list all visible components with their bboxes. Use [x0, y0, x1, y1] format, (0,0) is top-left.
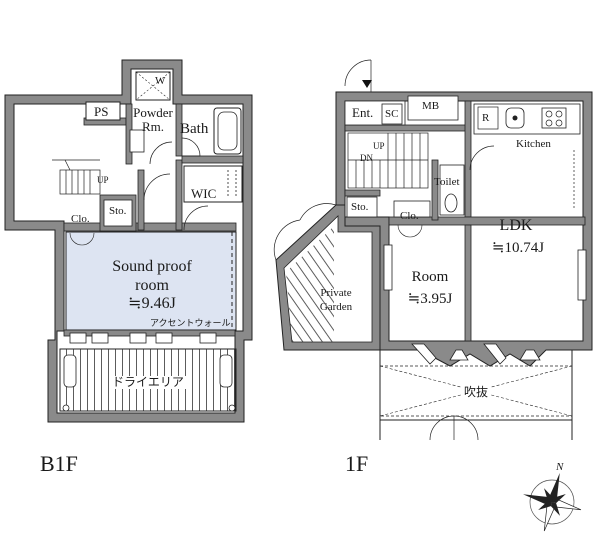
private-garden-label-2: Garden: [319, 301, 353, 313]
b1f-ps-label: PS: [94, 104, 109, 119]
dry-area-label: ドライエリア: [110, 375, 186, 389]
1f-storage-label: Sto.: [351, 201, 369, 213]
void-label: 吹抜: [461, 385, 491, 399]
b1f-washer-label: W: [155, 75, 166, 87]
ldk-label: LDK: [499, 217, 533, 234]
1f-level-label: 1F: [345, 451, 369, 476]
private-garden-label-1: Private: [320, 287, 352, 299]
b1f-bath-label: Bath: [180, 121, 209, 137]
sound-proof-room-label-1: Sound proof: [112, 258, 192, 275]
compass-rose: [523, 473, 582, 532]
1f-kitchen-label: Kitchen: [516, 138, 551, 150]
1f-plan: [273, 59, 593, 441]
1f-closet-label: Clo.: [400, 210, 419, 222]
sound-proof-room-label-2: room: [135, 277, 169, 294]
b1f-wic-label: WIC: [191, 186, 217, 201]
b1f-up-label: UP: [97, 175, 109, 185]
1f-refrigerator-label: R: [482, 112, 490, 124]
room-label: Room: [411, 269, 449, 285]
ldk-area: ≒10.74J: [491, 240, 545, 256]
1f-dn-label: DN: [360, 153, 373, 163]
1f-entrance-label: Ent.: [352, 105, 374, 120]
compass-north-label: N: [556, 461, 564, 473]
b1f-level-label: B1F: [40, 451, 78, 476]
1f-shoe-closet-label: SC: [385, 108, 399, 120]
b1f-plan: [4, 59, 253, 423]
b1f-closet-label: Clo.: [71, 213, 90, 225]
1f-up-label: UP: [373, 141, 385, 151]
1f-mb-label: MB: [422, 100, 440, 112]
accent-wall-label: アクセントウォール: [150, 319, 231, 329]
sound-proof-room-fill: [65, 231, 237, 331]
b1f-powder-room-label-2: Rm.: [141, 119, 165, 134]
b1f-powder-room-label-1: Powder: [133, 105, 173, 120]
room-area: ≒3.95J: [407, 291, 453, 307]
sound-proof-room-area: ≒9.46J: [128, 295, 176, 312]
b1f-storage-label: Sto.: [109, 205, 127, 217]
1f-toilet-label: Toilet: [434, 176, 460, 188]
